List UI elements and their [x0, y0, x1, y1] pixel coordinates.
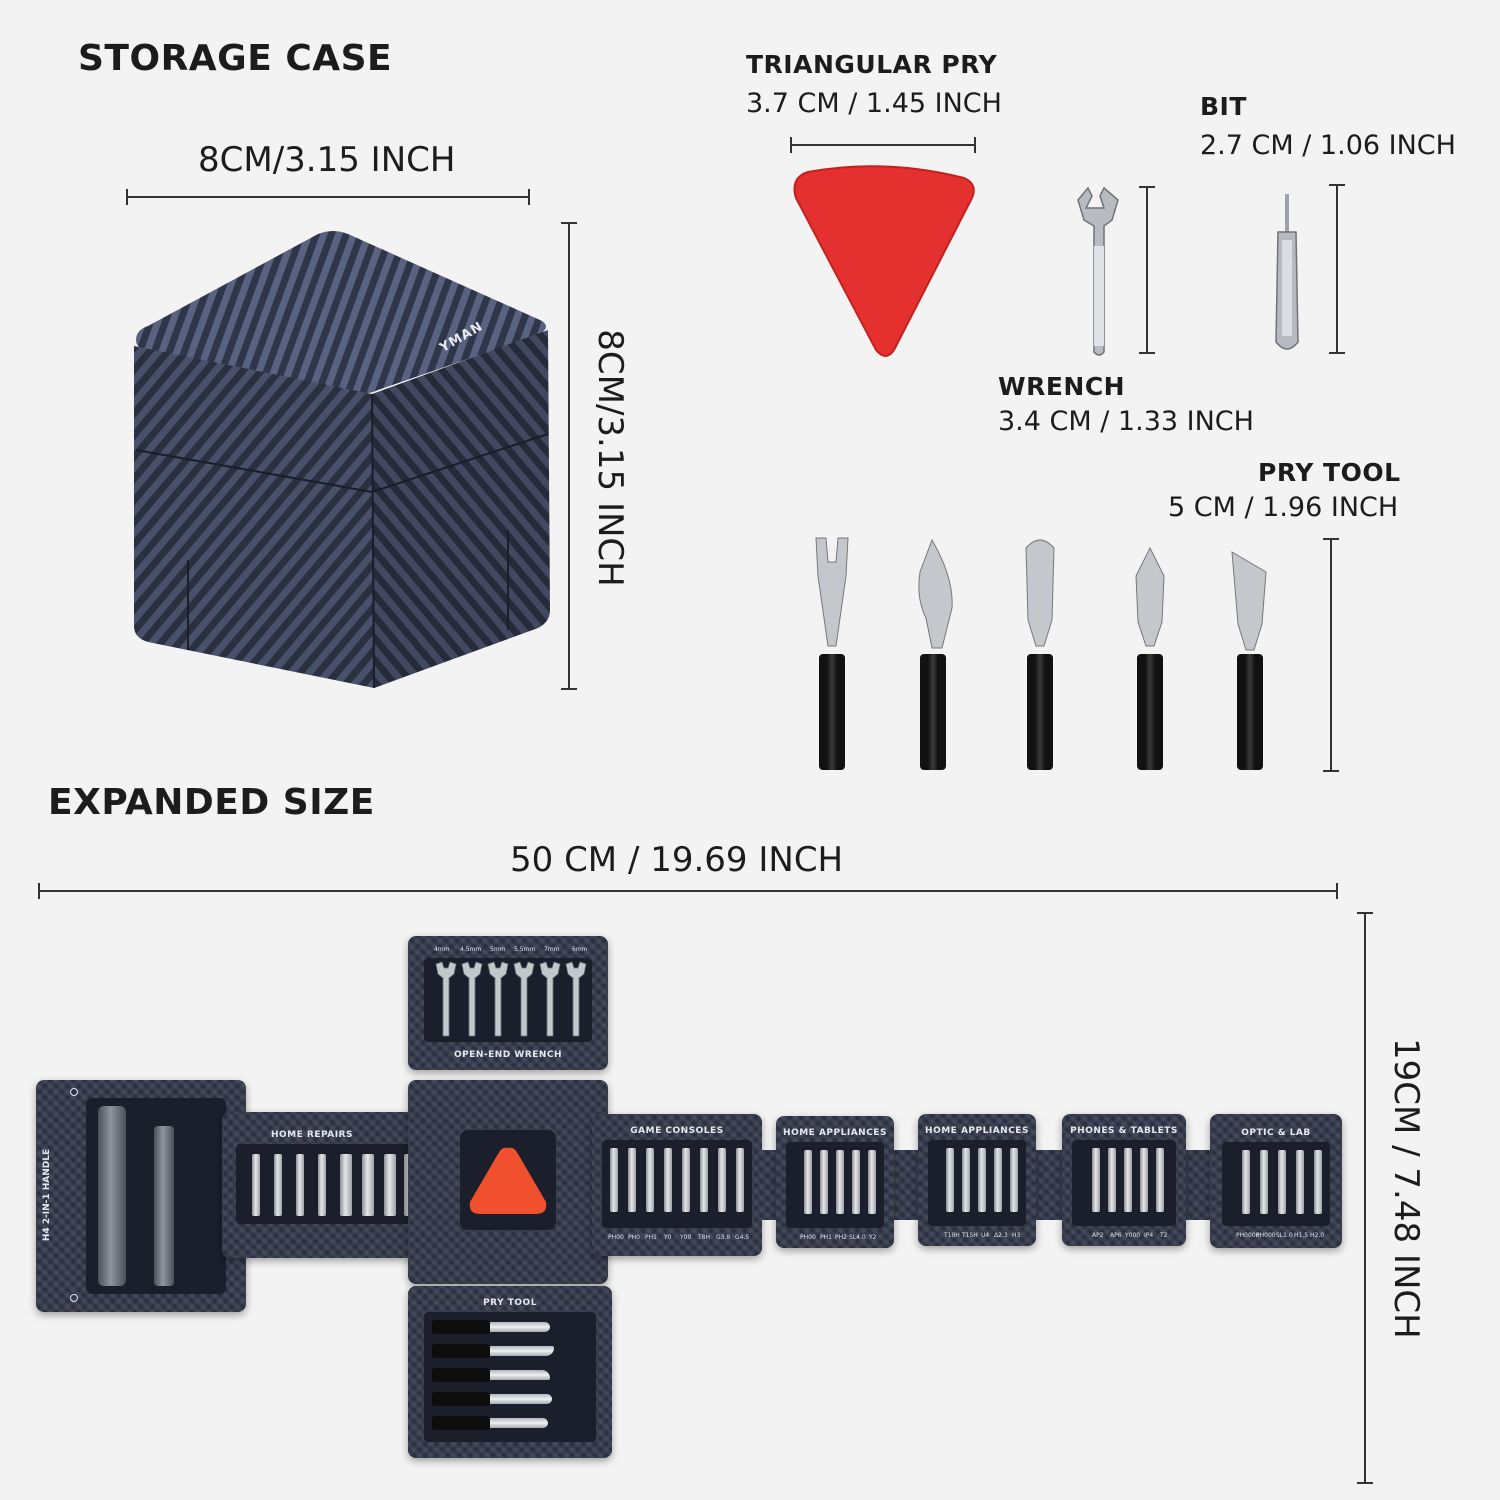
pry-tool-title: PRY TOOL [1258, 458, 1401, 487]
case-width-label: 8CM/3.15 INCH [198, 140, 456, 180]
wrench-size-5: 6mm [572, 946, 588, 953]
expanded-height-dimension-line [1357, 912, 1373, 1484]
wrench-title: WRENCH [998, 372, 1126, 401]
bit-dimension-line [1329, 184, 1345, 354]
ha1-bit-3: SL4.0 [849, 1234, 866, 1241]
ol-bit-3: H1.5 [1294, 1232, 1309, 1239]
optic-lab-module: OPTIC & LAB PH0000 PH000 SL1.0 H1.5 H2.0 [1210, 1114, 1342, 1248]
pry-tool-module: PRY TOOL [408, 1286, 612, 1458]
pry-tool-row [432, 1320, 592, 1436]
triangular-pry-image [790, 164, 980, 364]
game-consoles-label: GAME CONSOLES [630, 1126, 724, 1136]
game-bit-6: G3.8 [716, 1234, 731, 1241]
bit-image [1270, 192, 1304, 358]
pt-bit-0: AP2 [1092, 1232, 1104, 1239]
home-appliances-2-label: HOME APPLIANCES [925, 1126, 1029, 1136]
handle-body [98, 1106, 126, 1286]
storage-case-cube: YMAN [128, 230, 558, 690]
ha2-bit-2: U4 [981, 1232, 990, 1239]
ol-bit-4: H2.0 [1310, 1232, 1325, 1239]
center-triangular-pry [469, 1147, 547, 1214]
pry-tool-dimension-line [1323, 538, 1339, 772]
pt-bit-2: Y000 [1125, 1232, 1141, 1239]
wrench-size-1: 4.5mm [460, 946, 482, 953]
game-bit-0: PH00 [608, 1234, 624, 1241]
ha2-bit-4: H3 [1012, 1232, 1021, 1239]
ha1-bit-0: PH00 [800, 1234, 816, 1241]
game-consoles-module: GAME CONSOLES PH00 PH0 PH1 Y0 Y00 T8H G3… [592, 1114, 762, 1256]
wrench-size-0: 4mm [434, 946, 450, 953]
open-end-wrench-module: 4mm 4.5mm 5mm 5.5mm 7mm 6mm OPEN-END WRE… [408, 936, 608, 1070]
ha1-bit-4: Y2 [869, 1234, 877, 1241]
ha2-bit-1: T15H [962, 1232, 978, 1239]
storage-case-heading: STORAGE CASE [78, 38, 393, 79]
ol-bit-1: PH000 [1256, 1232, 1276, 1239]
bit-title: BIT [1200, 92, 1247, 121]
optic-lab-label: OPTIC & LAB [1241, 1128, 1311, 1138]
expanded-width-dimension-line [38, 883, 1338, 899]
ha1-bit-1: PH1 [820, 1234, 832, 1241]
home-repairs-label: HOME REPAIRS [271, 1130, 353, 1140]
wrench-image [1074, 186, 1124, 362]
wrench-row [435, 961, 587, 1037]
pt-bit-4: T2 [1160, 1232, 1168, 1239]
game-bit-7: G4.5 [735, 1234, 750, 1241]
handle-bit-holder [154, 1126, 174, 1286]
pt-bit-3: IP4 [1144, 1232, 1154, 1239]
triangular-pry-dimension-line [790, 137, 976, 153]
wrench-size-2: 5mm [490, 946, 506, 953]
game-bit-4: Y00 [680, 1234, 692, 1241]
handle-module: H4 2-IN-1 HANDLE [36, 1080, 246, 1312]
phones-tablets-module: PHONES & TABLETS AP2 AP6 Y000 IP4 T2 [1062, 1114, 1186, 1246]
handle-label: H4 2-IN-1 HANDLE [42, 1148, 52, 1242]
ha2-bit-3: Δ2.3 [994, 1232, 1008, 1239]
expanded-size-heading: EXPANDED SIZE [48, 782, 375, 823]
ol-bit-0: PH0000 [1236, 1232, 1260, 1239]
game-bit-1: PH0 [628, 1234, 640, 1241]
expanded-width-label: 50 CM / 19.69 INCH [510, 840, 844, 880]
case-width-dimension-line [126, 189, 530, 205]
wrench-size: 3.4 CM / 1.33 INCH [998, 406, 1254, 437]
game-bit-2: PH1 [645, 1234, 657, 1241]
game-bit-5: T8H [698, 1234, 710, 1241]
phones-tablets-label: PHONES & TABLETS [1070, 1126, 1178, 1136]
home-repairs-module: HOME REPAIRS [222, 1112, 432, 1258]
open-end-wrench-label: OPEN-END WRENCH [453, 1050, 563, 1060]
home-appliances-1-label: HOME APPLIANCES [783, 1128, 887, 1138]
pt-bit-1: AP6 [1110, 1232, 1122, 1239]
pry-tool-module-label: PRY TOOL [483, 1298, 537, 1308]
triangular-pry-title: TRIANGULAR PRY [746, 50, 998, 79]
wrench-dimension-line [1139, 186, 1155, 354]
ol-bit-2: SL1.0 [1276, 1232, 1293, 1239]
center-hub-module [408, 1080, 608, 1284]
bit-size: 2.7 CM / 1.06 INCH [1200, 130, 1456, 161]
ha1-bit-2: PH2 [835, 1234, 847, 1241]
ha2-bit-0: T10H [944, 1232, 960, 1239]
home-appliances-2-module: HOME APPLIANCES T10H T15H U4 Δ2.3 H3 [918, 1114, 1036, 1246]
pry-tool-set-image [800, 536, 1300, 776]
home-appliances-1-module: HOME APPLIANCES PH00 PH1 PH2 SL4.0 Y2 [776, 1116, 894, 1248]
pry-tool-size: 5 CM / 1.96 INCH [1168, 492, 1399, 523]
game-bit-3: Y0 [664, 1234, 672, 1241]
wrench-size-3: 5.5mm [514, 946, 536, 953]
case-height-dimension-line [561, 222, 577, 690]
wrench-size-4: 7mm [544, 946, 560, 953]
triangular-pry-size: 3.7 CM / 1.45 INCH [746, 88, 1002, 119]
